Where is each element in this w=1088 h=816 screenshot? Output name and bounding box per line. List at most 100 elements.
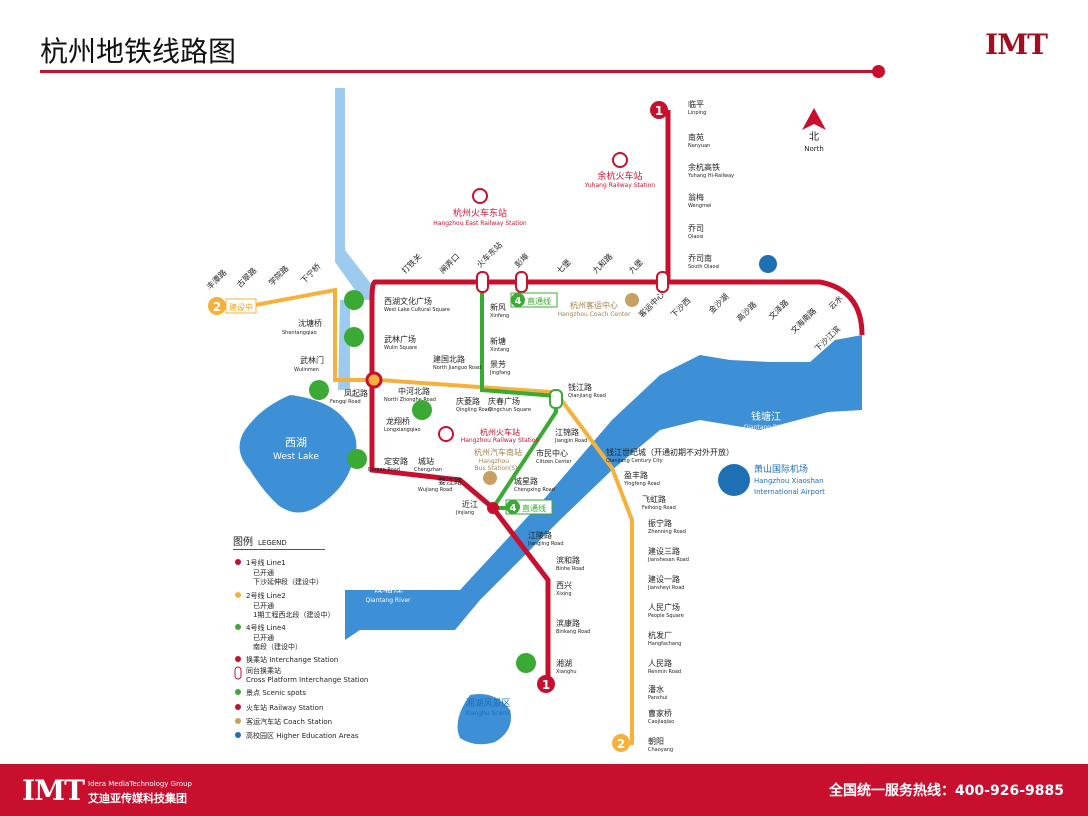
station-jianshesanlu-cn: 建设三路: [648, 546, 680, 556]
line1-track: [369, 110, 671, 682]
coach-station-icon: [625, 293, 639, 307]
station-huochedongzhan-cn: 火车东站: [474, 240, 504, 270]
line4-badge-south-text: 直通线: [522, 503, 546, 513]
station-fengtanlu-cn: 丰潭路: [204, 267, 228, 291]
station-pengbu-cn: 彭埠: [512, 251, 530, 269]
station-qinglinglu-cn: 庆菱路: [456, 396, 480, 406]
line1-badge-south: [537, 675, 555, 693]
station-xiashaxi-cn: 下沙西: [669, 296, 692, 319]
scenic-spot-icon: [344, 290, 364, 310]
station-jingfang-en: Jingfang: [489, 370, 510, 376]
canal: [335, 88, 372, 300]
station-chengxinglu-cn: 城星路: [514, 476, 538, 486]
line2-track: [222, 287, 634, 745]
station-xianghu-en: Xianghu: [556, 669, 577, 675]
station-zhonghebeilu-cn: 中河北路: [398, 386, 430, 396]
legend-item-12: 景点 Scenic spots: [246, 689, 306, 697]
scenic-spot-icon: [516, 653, 536, 673]
station-qinglinglu-en: Qingling Road: [456, 407, 491, 413]
station-jiubao-cn: 九堡: [626, 257, 644, 275]
station-linping-en: Linping: [688, 110, 706, 116]
qiantang-river: [345, 335, 862, 640]
station-panshui-en: Panshui: [648, 695, 667, 701]
west-lake-en: West Lake: [273, 452, 319, 462]
station-jianshesanlu-en: Jianshesan Road: [647, 557, 689, 563]
coach-center-cn: 杭州客运中心: [570, 300, 618, 310]
station-zhenninglu-en: Zhenning Road: [648, 529, 686, 535]
station-nanyuan-cn: 南苑: [688, 132, 704, 142]
station-jinshahu-cn: 金沙湖: [706, 291, 730, 315]
footer-company-cn: 艾迪亚传媒科技集团: [88, 792, 187, 805]
legend-education-dot: [235, 732, 241, 738]
station-kehangyunzhongxin-cn: 客运中心: [636, 290, 666, 320]
north-cn: 北: [809, 131, 819, 143]
station-xihuwenhua-en: West Lake Cultural Square: [384, 307, 450, 313]
station-dinganlu-cn: 定安路: [384, 456, 408, 466]
qiantang-east-cn: 钱塘江: [751, 410, 781, 423]
legend-item-0: 1号线 Line1: [246, 558, 286, 567]
station-wujianglu-en: Wujiang Road: [418, 487, 452, 493]
coach-center-en: Hangzhou Coach Center: [558, 311, 631, 318]
station-fengqilu-cn: 凤起路: [344, 388, 368, 398]
station-yuhanggaotie-cn: 余杭高铁: [688, 162, 720, 172]
line2-badge-west-text: 2: [213, 300, 221, 314]
station-jiangjinlu-cn: 江锦路: [555, 427, 579, 437]
station-wujianglu-cn: 婺江路: [438, 476, 462, 486]
station-shentangqiao-en: Shentangqiao: [282, 330, 317, 336]
legend-item-1: 已开通: [253, 568, 274, 577]
station-jingfang-cn: 景芳: [490, 359, 506, 369]
legend-line2-dot: [235, 592, 241, 598]
railway-station-icon: [438, 426, 454, 442]
station-jinjiang-en: Jinjiang: [455, 510, 474, 516]
title-divider-dot: [872, 65, 885, 78]
east-station-en: Hangzhou East Railway Station: [433, 220, 527, 227]
station-xintang-en: Xintang: [490, 347, 509, 353]
line4-badge-north-text: 直通线: [527, 296, 551, 306]
station-zhonghebeilu-en: North Zhonghe Road: [384, 397, 436, 403]
landmarks: 余杭火车站 Yuhang Railway Station 杭州火车东站 Hang…: [273, 152, 825, 717]
station-xintang-cn: 新塘: [490, 336, 506, 346]
station-yingfenglu-en: Yingfeng Road: [623, 481, 660, 487]
legend-title-en: LEGEND: [258, 539, 287, 547]
station-chengxinglu-en: Chengxing Road: [514, 487, 555, 493]
xianghu-scenic-en: Xianghu Scenic: [465, 710, 511, 717]
legend-cross-platform-marker: [234, 666, 242, 680]
header-logo: IMT: [985, 28, 1048, 61]
legend-interchange-dot: [235, 656, 241, 662]
title-divider: [40, 70, 876, 73]
airport-cn: 萧山国际机场: [754, 463, 808, 475]
station-yunshui-cn: 云水: [826, 293, 844, 311]
station-xixing-cn: 西兴: [556, 581, 572, 590]
station-qianjianglu-cn: 钱江路: [568, 382, 592, 392]
legend-underline: [233, 549, 325, 550]
west-lake: [239, 395, 357, 513]
station-hangfachang-cn: 杭发厂: [648, 630, 672, 640]
station-xixing-en: Xixing: [556, 591, 572, 597]
station-qiaosi-cn: 乔司: [688, 223, 704, 233]
legend: 图例 LEGEND 1号线 Line1 已开通 下沙延伸段（建设中） 2号线 L…: [233, 535, 368, 740]
legend-title-cn: 图例: [233, 535, 253, 548]
station-wengmei-cn: 翁梅: [688, 192, 704, 202]
legend-item-8: 南段（建设中）: [253, 642, 302, 651]
station-shentangqiao-cn: 沈塘桥: [298, 318, 322, 328]
station-renminlu-cn: 人民路: [648, 658, 672, 668]
line4-badge-north: [511, 293, 525, 307]
qiantang-east-en: Qiantang River: [744, 424, 789, 431]
airport-en2: International Airport: [754, 488, 825, 496]
footer-company-en: Idera MediaTechnology Group: [88, 780, 192, 788]
line-badges: 1 1 2 建设中 2 4 直通线 4 直通线: [208, 101, 668, 752]
legend-item-7: 已开通: [253, 633, 274, 642]
station-feihonglu-en: Feihong Road: [642, 505, 676, 511]
legend-railway-dot: [235, 704, 241, 710]
station-binhelu-en: Binhe Road: [556, 566, 584, 572]
legend-coach-dot: [235, 718, 241, 724]
airport-en1: Hangzhou Xiaoshan: [754, 477, 824, 485]
station-jianglinglu-cn: 江陵路: [528, 530, 552, 540]
interchange-jinjiang: [487, 502, 499, 514]
station-caojiaqiao-cn: 曹家桥: [648, 708, 672, 718]
legend-item-11: Cross Platform Interchange Station: [246, 676, 368, 684]
station-qiaosi-en: Qiaosi: [688, 234, 703, 240]
line4-badge-north-num: 4: [515, 296, 522, 307]
scenic-spot-icon: [412, 400, 432, 420]
station-feihonglu-cn: 飞虹路: [642, 494, 666, 504]
